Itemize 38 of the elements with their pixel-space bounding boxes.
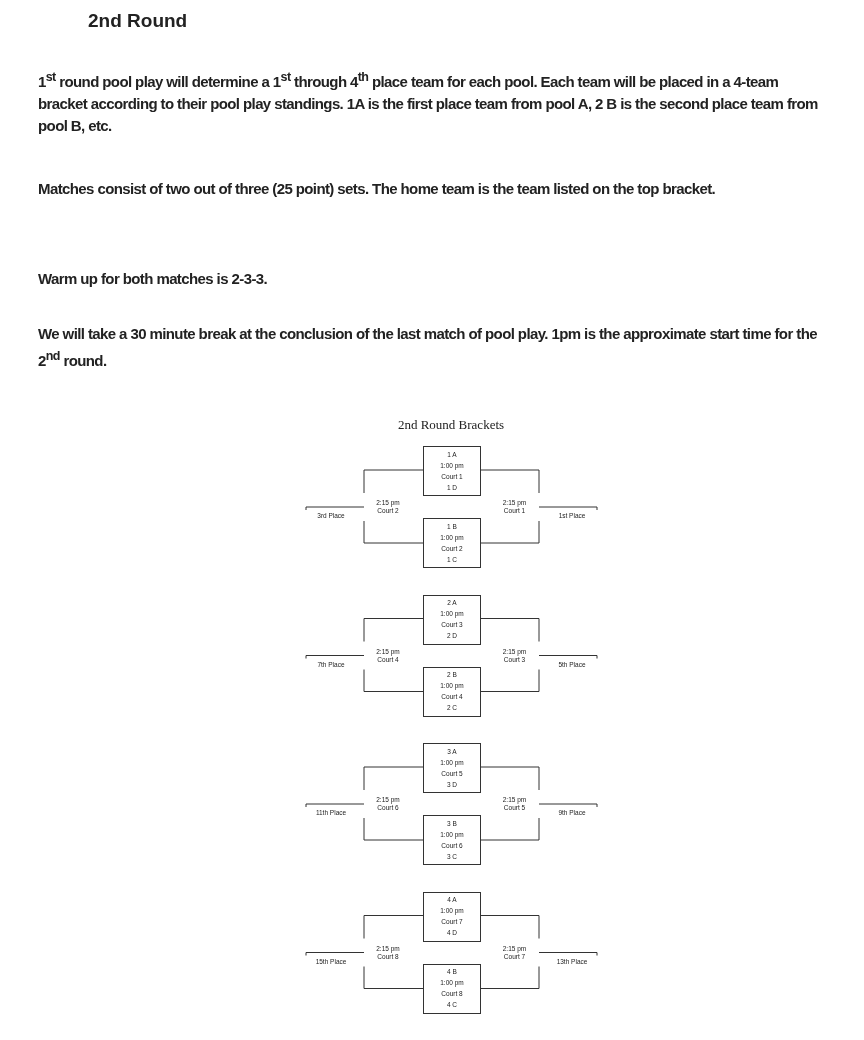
bracket-title: 2nd Round Brackets bbox=[396, 417, 506, 433]
bracket-line bbox=[363, 669, 424, 692]
bracket-line bbox=[363, 766, 424, 791]
bracket-line bbox=[480, 817, 540, 841]
bracket-line bbox=[480, 618, 540, 642]
paragraph: Warm up for both matches is 2-3-3. bbox=[38, 269, 269, 289]
match-box bbox=[423, 891, 481, 942]
bracket-line bbox=[363, 966, 424, 989]
bracket-line bbox=[305, 655, 365, 659]
bracket-line bbox=[363, 469, 424, 494]
bracket-line bbox=[305, 506, 365, 511]
bracket-line bbox=[480, 520, 540, 544]
paragraph: Matches consist of two out of three (25 point) sets. The home team is the team listed on the top bracket. bbox=[38, 179, 717, 199]
match-box bbox=[423, 518, 481, 568]
match-box bbox=[423, 963, 481, 1014]
match-box bbox=[423, 743, 481, 793]
match-box bbox=[423, 446, 481, 496]
bracket-line bbox=[538, 803, 598, 808]
page-heading: 2nd Round bbox=[88, 10, 188, 32]
match-box bbox=[423, 666, 481, 717]
bracket-line bbox=[363, 817, 424, 841]
bracket-line bbox=[480, 469, 540, 494]
bracket-line bbox=[538, 952, 598, 956]
bracket-line bbox=[305, 803, 365, 808]
bracket-line bbox=[480, 915, 540, 939]
bracket-line bbox=[480, 766, 540, 791]
bracket-line bbox=[480, 669, 540, 692]
bracket-line bbox=[363, 618, 424, 642]
match-box bbox=[423, 594, 481, 645]
match-box bbox=[423, 815, 481, 865]
bracket-line bbox=[538, 506, 598, 511]
bracket-line bbox=[363, 915, 424, 939]
bracket-line bbox=[538, 655, 598, 659]
paragraph: We will take a 30 minute break at the conclusion of the last match of pool play. 1pm is the approximate start time for the 2$^{nd}$ round. bbox=[38, 324, 818, 371]
bracket-line bbox=[363, 520, 424, 544]
paragraph: 1$^{st}$ round pool play will determine a 1$^{st}$ through 4$^{th}$ place team for each pool. Each team will be placed in a 4-team bracket according to their pool play standings. 1A is the first place team from pool A, 2 B is the second place team from pool B, etc. bbox=[38, 69, 819, 136]
bracket-line bbox=[480, 966, 540, 989]
bracket-line bbox=[305, 952, 365, 956]
